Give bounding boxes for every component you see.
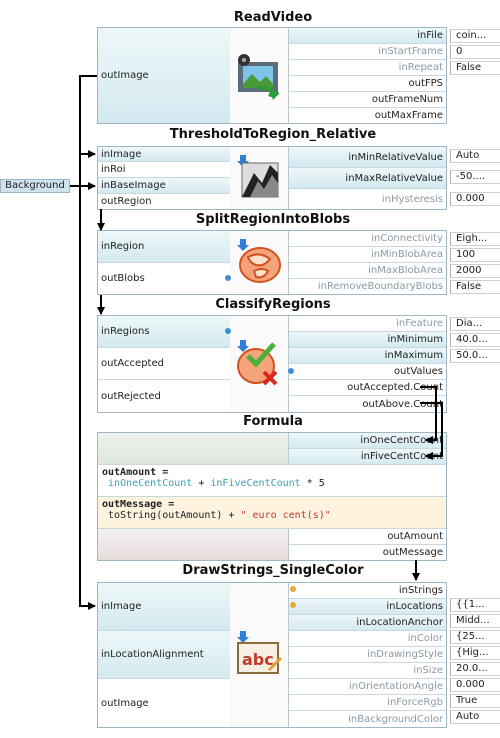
port-in-locations[interactable]: inLocations bbox=[289, 599, 446, 615]
value-in-feature[interactable]: Dia... bbox=[450, 317, 500, 331]
value-in-repeat[interactable]: False bbox=[450, 61, 500, 75]
port-in-repeat[interactable]: inRepeat bbox=[289, 60, 446, 76]
node-body: inImage inLocationAlignment outImage abc… bbox=[97, 582, 447, 728]
port-out-accepted-count[interactable]: outAccepted.Count bbox=[289, 380, 446, 396]
port-connector-dot bbox=[225, 328, 231, 334]
node-title: SplitRegionIntoBlobs bbox=[195, 212, 351, 227]
port-in-remove-boundary-blobs[interactable]: inRemoveBoundaryBlobs bbox=[317, 281, 443, 292]
port-in-regions[interactable]: inRegions bbox=[98, 316, 230, 348]
film-reel-icon bbox=[238, 54, 280, 100]
port-in-background-color[interactable]: inBackgroundColor bbox=[348, 713, 443, 725]
port-connector-dot bbox=[288, 368, 294, 374]
value-in-color[interactable]: {25... bbox=[450, 630, 500, 644]
port-out-rejected[interactable]: outRejected bbox=[101, 390, 161, 402]
port-connector-dot bbox=[290, 586, 296, 592]
value-in-background-color[interactable]: Auto bbox=[450, 710, 500, 724]
port-in-image[interactable]: inImage bbox=[98, 147, 230, 162]
port-in-location-anchor[interactable]: inLocationAnchor bbox=[289, 615, 446, 631]
port-in-color[interactable]: inColor bbox=[289, 631, 446, 647]
port-in-one-cent-count[interactable]: inOneCentCount bbox=[289, 433, 446, 449]
port-in-maximum[interactable]: inMaximum bbox=[289, 348, 446, 364]
port-in-hysteresis[interactable]: inHysteresis bbox=[381, 193, 443, 205]
node-title: ClassifyRegions bbox=[215, 297, 331, 312]
value-in-minimum[interactable]: 40.0... bbox=[450, 333, 500, 347]
port-in-max-blob-area[interactable]: inMaxBlobArea bbox=[289, 263, 446, 279]
port-out-region[interactable]: outRegion bbox=[101, 196, 152, 207]
port-in-start-frame[interactable]: inStartFrame bbox=[289, 44, 446, 60]
value-in-max-relative-value[interactable]: -50.... bbox=[450, 170, 500, 184]
node-body: inOneCentCount inFiveCentCount outAmount… bbox=[97, 432, 447, 561]
port-in-base-image[interactable]: inBaseImage bbox=[98, 178, 230, 194]
port-in-force-rgb[interactable]: inForceRgb bbox=[289, 695, 446, 711]
port-in-feature[interactable]: inFeature bbox=[289, 316, 446, 332]
port-out-above-count[interactable]: outAbove.Count bbox=[362, 398, 443, 410]
node-body: outImage inFile inStartFrame inRepeat ou… bbox=[97, 27, 447, 124]
value-in-locations[interactable]: {{1... bbox=[450, 598, 500, 612]
value-in-drawing-style[interactable]: {Hig... bbox=[450, 646, 500, 660]
port-in-minimum[interactable]: inMinimum bbox=[289, 332, 446, 348]
value-in-size[interactable]: 20.0... bbox=[450, 662, 500, 676]
value-in-file[interactable]: coin... bbox=[450, 29, 500, 43]
threshold-icon bbox=[237, 155, 279, 198]
port-out-fps[interactable]: outFPS bbox=[289, 76, 446, 92]
node-title: ThresholdToRegion_Relative bbox=[169, 127, 377, 142]
port-in-orientation-angle[interactable]: inOrientationAngle bbox=[289, 679, 446, 695]
value-in-max-blob-area[interactable]: 2000 bbox=[450, 264, 500, 278]
port-out-accepted[interactable]: outAccepted bbox=[98, 348, 230, 380]
split-blobs-icon bbox=[237, 239, 281, 283]
node-body: inRegion outBlobs inConnectivity inMinBl… bbox=[97, 230, 447, 295]
svg-text:abc: abc bbox=[242, 650, 274, 669]
wire-accepted-count bbox=[420, 386, 437, 444]
classify-regions-icon bbox=[237, 340, 278, 386]
background-input-label[interactable]: Background bbox=[0, 179, 70, 193]
port-in-five-cent-count[interactable]: inFiveCentCount bbox=[289, 449, 446, 465]
node-title: Formula bbox=[243, 414, 303, 429]
value-in-location-anchor[interactable]: Midd... bbox=[450, 614, 500, 628]
port-in-location-alignment[interactable]: inLocationAlignment bbox=[98, 631, 230, 679]
port-out-amount[interactable]: outAmount bbox=[289, 529, 446, 545]
port-out-message[interactable]: outMessage bbox=[382, 547, 443, 558]
node-title: DrawStrings_SingleColor bbox=[182, 563, 364, 578]
value-in-min-relative-value[interactable]: Auto bbox=[450, 149, 500, 163]
formula-expression-amount[interactable]: outAmount = inOneCentCount + inFiveCentC… bbox=[98, 465, 446, 497]
node-title: ReadVideo bbox=[233, 10, 313, 25]
port-connector-dot bbox=[290, 602, 296, 608]
draw-strings-icon: abc bbox=[237, 631, 282, 674]
wire-video-to-threshold bbox=[79, 75, 97, 158]
value-in-force-rgb[interactable]: True bbox=[450, 694, 500, 708]
port-in-min-blob-area[interactable]: inMinBlobArea bbox=[289, 247, 446, 263]
formula-expression-message[interactable]: outMessage = toString(outAmount) + " eur… bbox=[98, 497, 446, 529]
port-in-roi[interactable]: inRoi bbox=[98, 162, 230, 178]
port-out-image[interactable]: outImage bbox=[101, 697, 149, 709]
value-in-maximum[interactable]: 50.0... bbox=[450, 349, 500, 363]
port-in-strings[interactable]: inStrings bbox=[289, 583, 446, 599]
value-in-hysteresis[interactable]: 0.000 bbox=[450, 192, 500, 206]
port-in-min-relative-value[interactable]: inMinRelativeValue bbox=[289, 147, 446, 168]
value-in-connectivity[interactable]: Eigh... bbox=[450, 232, 500, 246]
port-in-connectivity[interactable]: inConnectivity bbox=[289, 231, 446, 247]
port-out-frame-num[interactable]: outFrameNum bbox=[289, 92, 446, 108]
wire-above-count bbox=[420, 402, 443, 460]
value-in-remove-boundary-blobs[interactable]: False bbox=[450, 280, 500, 294]
port-out-blobs[interactable]: outBlobs bbox=[101, 273, 145, 284]
port-out-image[interactable]: outImage bbox=[98, 28, 230, 123]
wire-video-to-draw-image bbox=[79, 154, 96, 610]
value-in-orientation-angle[interactable]: 0.000 bbox=[450, 678, 500, 692]
node-body: inRegions outAccepted outRejected inFeat… bbox=[97, 315, 447, 413]
node-body: inImage inRoi inBaseImage outRegion inMi… bbox=[97, 146, 447, 210]
port-in-drawing-style[interactable]: inDrawingStyle bbox=[289, 647, 446, 663]
port-out-max-frame[interactable]: outMaxFrame bbox=[374, 110, 443, 121]
port-out-values[interactable]: outValues bbox=[289, 364, 446, 380]
port-in-region[interactable]: inRegion bbox=[98, 231, 230, 263]
port-in-file[interactable]: inFile bbox=[289, 28, 446, 44]
port-in-size[interactable]: inSize bbox=[289, 663, 446, 679]
port-connector-dot bbox=[225, 275, 231, 281]
value-in-min-blob-area[interactable]: 100 bbox=[450, 248, 500, 262]
value-in-start-frame[interactable]: 0 bbox=[450, 45, 500, 59]
port-in-image[interactable]: inImage bbox=[98, 583, 230, 631]
port-in-max-relative-value[interactable]: inMaxRelativeValue bbox=[289, 168, 446, 189]
